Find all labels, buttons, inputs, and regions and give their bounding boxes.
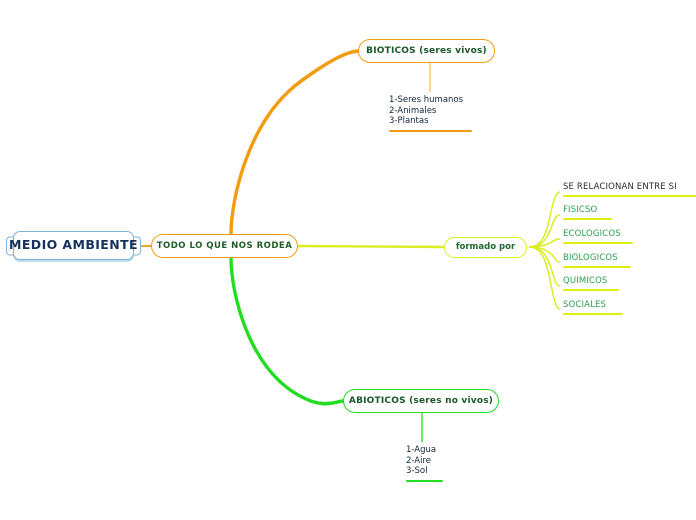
- connector-rodea-to-bioticos-taper: [291, 50, 359, 88]
- underline-rule: [563, 312, 623, 315]
- leaf-list-abioticos: 1-Agua 2-Aire 3-Sol: [406, 445, 443, 483]
- underline-rule: [406, 479, 443, 483]
- list-item: 2-Aire: [406, 455, 432, 466]
- connector-rodea-to-bioticos: [229, 49, 360, 236]
- bracket-right-icon: [133, 236, 141, 255]
- branch-item-label: ECOLOGICOS: [563, 229, 621, 239]
- branch-item-label: SOCIALES: [563, 300, 607, 310]
- node-bioticos-label: BIOTICOS (seres vivos): [366, 45, 487, 56]
- node-formado-por-label: formado por: [455, 242, 516, 253]
- connector-formado-to-item-5: [528, 246, 561, 310]
- underline-rule: [389, 129, 472, 133]
- branch-item-label: QUIMICOS: [563, 276, 608, 286]
- list-item: 1-Seres humanos: [389, 95, 464, 105]
- leaf-list-bioticos: 1-Seres humanos 2-Animales 3-Plantas: [389, 95, 472, 133]
- connector-rodea-to-formado: [297, 244, 445, 249]
- connector-formado-to-item-4: [528, 246, 561, 287]
- connector-formado-to-item-1: [528, 214, 561, 248]
- branch-item-label: FISICSO: [563, 205, 598, 215]
- bracket-left-icon: [6, 236, 14, 255]
- list-item: 2-Animales: [389, 105, 437, 116]
- list-item: 1-Agua: [406, 445, 437, 455]
- branch-item-biologicos[interactable]: BIOLOGICOS: [563, 254, 631, 268]
- branch-item-ecologicos[interactable]: ECOLOGICOS: [563, 230, 633, 244]
- list-item: 3-Sol: [406, 466, 428, 477]
- node-medio-ambiente[interactable]: MEDIO AMBIENTE: [6, 231, 141, 260]
- connector-formado-to-item-0: [528, 191, 561, 248]
- node-abioticos-label: ABIOTICOS (seres no vivos): [348, 395, 494, 406]
- connector-rodea-to-abioticos-taper: [295, 393, 344, 404]
- branch-item-sociales[interactable]: SOCIALES: [563, 301, 623, 315]
- connector-formado-to-item-2: [528, 238, 561, 248]
- underline-rule: [563, 217, 612, 220]
- node-formado-por[interactable]: formado por: [444, 237, 527, 258]
- connector-rodea-to-abioticos: [229, 256, 345, 406]
- branch-item-label: BIOLOGICOS: [563, 253, 618, 263]
- underline-rule: [563, 241, 633, 244]
- node-abioticos[interactable]: ABIOTICOS (seres no vivos): [343, 389, 499, 413]
- list-item: 3-Plantas: [389, 116, 429, 127]
- underline-rule: [563, 265, 631, 268]
- branch-item-label: SE RELACIONAN ENTRE SI: [563, 182, 677, 192]
- branch-item-quimicos[interactable]: QUIMICOS: [563, 277, 619, 291]
- node-todo-lo-que-nos-rodea[interactable]: TODO LO QUE NOS RODEA: [151, 234, 298, 258]
- node-medio-ambiente-label: MEDIO AMBIENTE: [9, 237, 138, 253]
- branch-item-fisicso[interactable]: FISICSO: [563, 206, 612, 220]
- branch-item-se-relacionan-entre-si[interactable]: SE RELACIONAN ENTRE SI: [563, 183, 696, 197]
- node-bioticos[interactable]: BIOTICOS (seres vivos): [358, 39, 495, 63]
- underline-rule: [563, 194, 696, 197]
- connector-formado-to-item-3: [528, 246, 561, 263]
- underline-rule: [563, 288, 619, 291]
- node-todo-lo-que-nos-rodea-label: TODO LO QUE NOS RODEA: [156, 240, 293, 251]
